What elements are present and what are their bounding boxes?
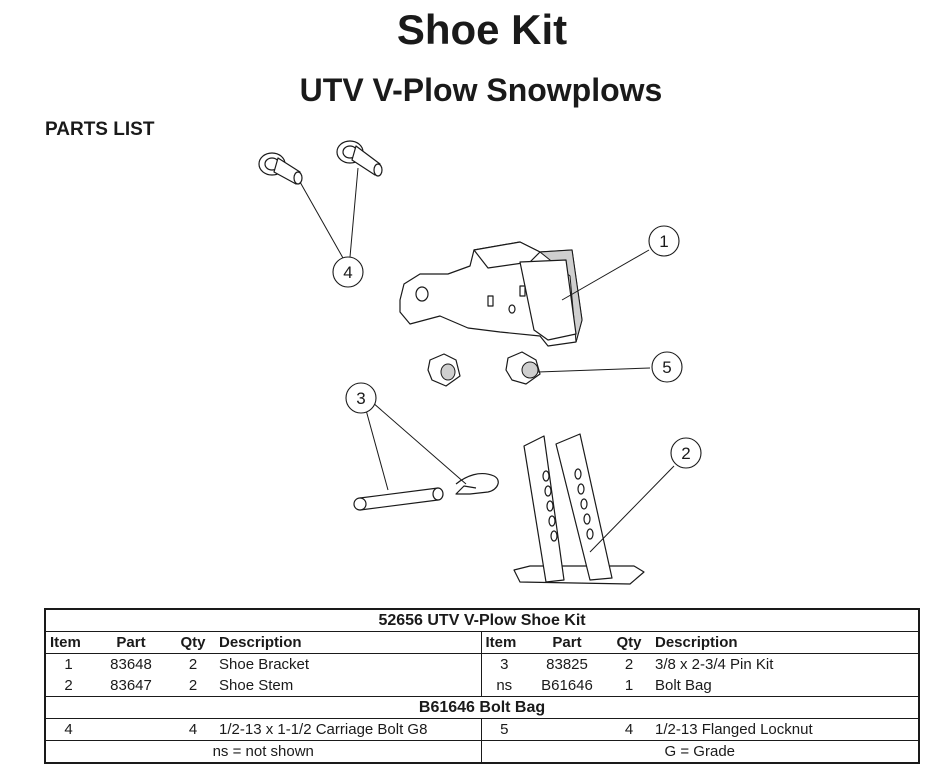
cell-qty: 2 (171, 653, 215, 675)
bag-banner-row: B61646 Bolt Bag (45, 696, 920, 719)
table-row: 1 83648 2 Shoe Bracket 3 83825 2 3/8 x 2… (45, 653, 920, 675)
parts-list-table: 52656 UTV V-Plow Shoe Kit Item Part Qty … (44, 608, 921, 764)
cell-qty: 2 (188, 677, 198, 694)
cell-item: 2 (64, 677, 73, 694)
svg-text:2: 2 (681, 444, 690, 463)
cell-part: 83825 (527, 653, 607, 675)
callout-3: 3 (345, 382, 377, 414)
cell-description: 1/2-13 x 1-1/2 Carriage Bolt G8 (215, 718, 481, 741)
table-row: 4 4 1/2-13 x 1-1/2 Carriage Bolt G8 5 4 … (45, 718, 920, 741)
callout-2: 2 (670, 437, 702, 469)
cell-description: Bolt Bag (655, 677, 712, 694)
header-item: Item (480, 631, 527, 654)
exploded-parts-diagram: 1 4 5 3 2 (258, 140, 702, 585)
page-subtitle: UTV V-Plow Snowplows (299, 72, 663, 108)
header-row: Item Part Qty Description Item Part Qty … (45, 631, 920, 654)
cell-part (527, 718, 607, 741)
cell-description: Shoe Bracket (215, 653, 481, 675)
shoe-stem (513, 433, 645, 585)
svg-text:1: 1 (659, 232, 668, 251)
cell-description: Shoe Stem (219, 677, 294, 694)
header-item: Item (45, 631, 91, 654)
cell-part: 83647 (110, 677, 152, 694)
carriage-bolt-left (258, 152, 303, 185)
footnote-row: ns = not shown G = Grade (45, 740, 920, 763)
carriage-bolt-right (336, 140, 383, 177)
cell-description: 1/2-13 Flanged Locknut (651, 718, 920, 741)
header-part: Part (91, 631, 171, 654)
shoe-bracket (399, 241, 583, 347)
svg-text:3: 3 (356, 389, 365, 408)
header-part: Part (527, 631, 607, 654)
kit-banner-row: 52656 UTV V-Plow Shoe Kit (45, 609, 919, 632)
cell-qty: 4 (171, 718, 215, 741)
header-description: Description (651, 631, 920, 654)
bag-name: B61646 Bolt Bag (45, 696, 920, 719)
cell-item: 4 (45, 718, 91, 741)
header-qty: Qty (171, 631, 215, 654)
section-label: PARTS LIST (45, 119, 155, 140)
svg-text:4: 4 (343, 263, 352, 282)
cell-part: B61646 (541, 677, 593, 694)
cell-qty: 2 (607, 653, 651, 675)
footnote-grade: G = Grade (480, 740, 920, 763)
page-title: Shoe Kit (396, 6, 568, 53)
table-row: 2 83647 2 Shoe Stem ns B61646 1 Bolt Bag (45, 675, 919, 697)
cell-qty: 4 (607, 718, 651, 741)
pin-kit (353, 472, 499, 511)
cell-item: 5 (480, 718, 527, 741)
flanged-locknut-left (427, 353, 461, 387)
callout-4: 4 (332, 256, 364, 288)
cell-part: 83648 (91, 653, 171, 675)
callout-5: 5 (651, 351, 683, 383)
footnote-ns: ns = not shown (45, 740, 481, 763)
cell-description: 3/8 x 2-3/4 Pin Kit (651, 653, 920, 675)
cell-item: 3 (480, 653, 527, 675)
header-description: Description (215, 631, 481, 654)
callout-1: 1 (648, 225, 680, 257)
cell-qty: 1 (624, 677, 634, 694)
svg-text:5: 5 (662, 358, 671, 377)
flanged-locknut-right (505, 351, 541, 385)
cell-item: ns (480, 675, 527, 697)
kit-name: 52656 UTV V-Plow Shoe Kit (378, 611, 586, 629)
cell-part (91, 718, 171, 741)
header-qty: Qty (607, 631, 651, 654)
cell-item: 1 (45, 653, 91, 675)
